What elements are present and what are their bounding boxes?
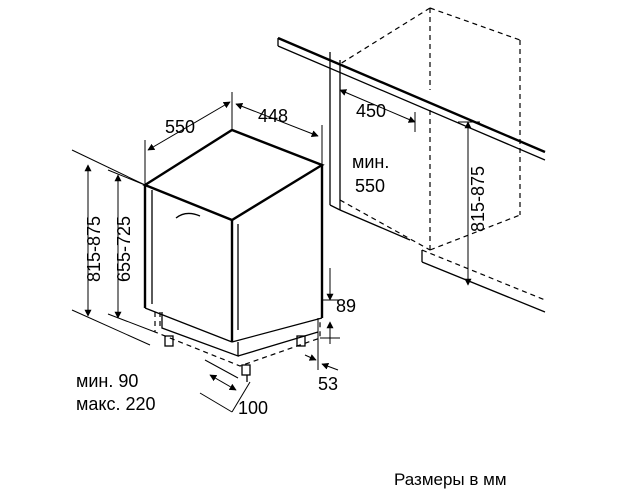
plinth-range-max-label: макс. 220 <box>76 394 156 414</box>
height-body-label: 655-725 <box>114 216 134 282</box>
plinth-height-dimension <box>320 268 340 344</box>
units-caption: Размеры в мм <box>394 470 507 489</box>
foot-depth-label: 100 <box>238 398 268 418</box>
cabinet-side-panel <box>329 52 546 313</box>
width-label: 448 <box>258 106 288 126</box>
plinth-range-min-label: мин. 90 <box>76 371 138 391</box>
plinth-offset-label: 53 <box>318 374 338 394</box>
countertop-outline <box>277 36 546 161</box>
plinth-height-label: 89 <box>336 296 356 316</box>
height-body-dimension <box>107 169 156 333</box>
foot-depth-dimension <box>199 359 251 413</box>
niche-width-label: 450 <box>356 101 386 121</box>
niche-width-dimension <box>339 89 416 132</box>
depth-label: 550 <box>165 117 195 137</box>
plinth-offset-dimension <box>304 318 339 371</box>
niche-depth-label-line2: 550 <box>355 176 385 196</box>
niche-height-dimension <box>458 121 480 286</box>
niche-depth-label-line1: мин. <box>352 152 389 172</box>
dishwasher-body <box>142 128 325 382</box>
depth-dimension <box>144 92 233 185</box>
width-dimension <box>235 103 323 165</box>
height-total-dimension <box>71 149 151 346</box>
height-total-label: 815-875 <box>84 216 104 282</box>
niche-height-label: 815-875 <box>468 166 488 232</box>
niche-outline <box>339 7 546 301</box>
